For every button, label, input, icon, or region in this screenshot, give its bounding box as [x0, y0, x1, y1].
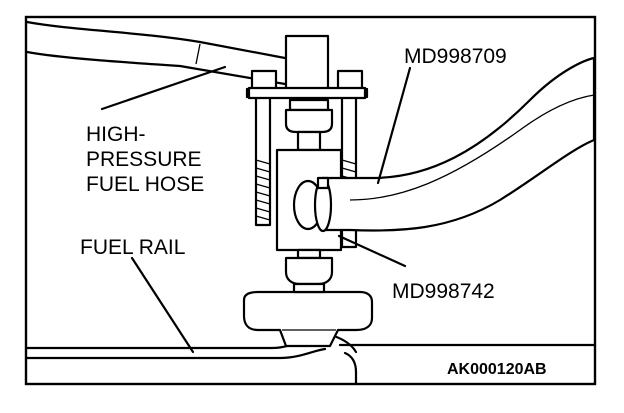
upper-nipple — [284, 98, 334, 152]
label-hose-line-2: PRESSURE — [86, 148, 202, 171]
high-pressure-hose — [292, 56, 596, 233]
label-fuel-rail: FUEL RAIL — [80, 236, 185, 259]
label-tool-md998742: MD998742 — [392, 280, 495, 303]
label-tool-md998709: MD998709 — [404, 45, 507, 68]
figure-frame — [24, 15, 597, 386]
lower-nipple — [284, 248, 334, 294]
tool-upper-block — [247, 34, 367, 100]
figure-code: AK000120AB — [447, 361, 547, 378]
label-hose-line-3: FUEL HOSE — [86, 173, 204, 196]
upper-hose — [25, 20, 287, 86]
leader-lines — [100, 65, 412, 354]
rail-flange — [242, 290, 374, 348]
label-hose-line-1: HIGH- — [86, 123, 146, 146]
